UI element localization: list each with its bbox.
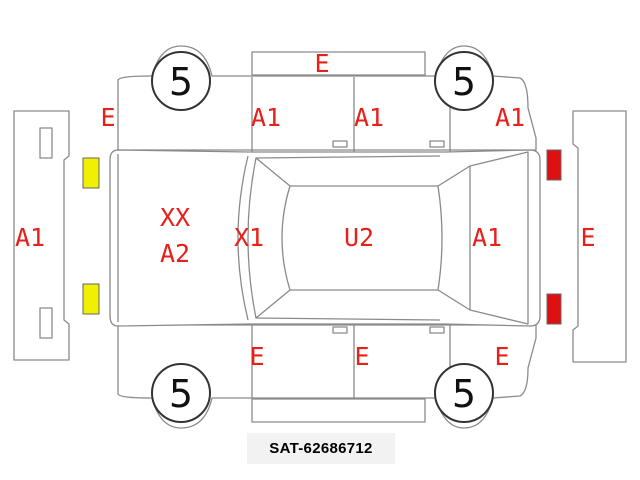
rear-window [437, 165, 471, 311]
code-bottom-rear-fender: E [494, 342, 509, 371]
rear-bumper [572, 110, 627, 363]
code-top-front-door: A1 [251, 103, 281, 132]
front-right-headlight [82, 283, 100, 315]
front-left-headlight [82, 157, 100, 189]
roof [290, 185, 443, 291]
tire-rear-right: 5 [434, 363, 494, 423]
code-top-rear-door: A1 [354, 103, 384, 132]
code-front-bumper: A1 [15, 223, 45, 252]
svg-text:5: 5 [452, 372, 476, 416]
svg-text:5: 5 [169, 372, 193, 416]
code-top-rear-fender: A1 [495, 103, 525, 132]
inspection-id-text: SAT-62686712 [269, 440, 373, 457]
code-hood-line2: A2 [160, 239, 190, 268]
inspection-id-label: SAT-62686712 [247, 433, 395, 464]
windshield [237, 155, 249, 321]
car-body-top-view [109, 149, 541, 327]
svg-text:5: 5 [169, 60, 193, 104]
code-bottom-rear-door: E [354, 342, 369, 371]
tire-front-left: 5 [151, 51, 211, 111]
tire-front-right: 5 [151, 363, 211, 423]
rear-right-taillight [546, 293, 562, 325]
code-rear-bumper: E [580, 223, 595, 252]
rear-left-taillight [546, 149, 562, 181]
front-bumper [13, 110, 70, 361]
code-top-rocker: E [314, 49, 329, 78]
code-hood-line1: XX [160, 203, 190, 232]
code-roof: U2 [344, 223, 374, 252]
code-top-front-fender: E [100, 103, 115, 132]
svg-text:5: 5 [452, 60, 476, 104]
code-bottom-front-door: E [249, 342, 264, 371]
code-rear-window: A1 [472, 223, 502, 252]
code-windshield: X1 [234, 223, 264, 252]
tire-rear-left: 5 [434, 51, 494, 111]
